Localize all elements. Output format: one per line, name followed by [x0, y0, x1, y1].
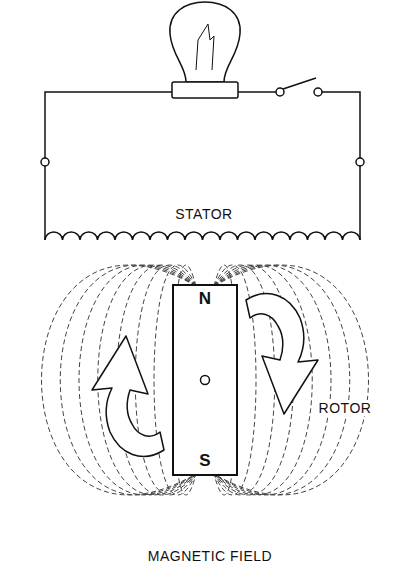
rotor-label: ROTOR [317, 400, 374, 416]
light-bulb [170, 2, 240, 98]
field-lines [42, 265, 369, 495]
pole-letter: S [199, 452, 210, 470]
stator-label: STATOR [173, 206, 234, 222]
pivot-axle [198, 373, 212, 387]
pole-letter: N [199, 290, 211, 308]
circuit-wires [41, 78, 364, 240]
stator-coil [45, 232, 360, 240]
field-label: MAGNETIC FIELD [146, 548, 274, 564]
magnet-rotor: NS [172, 284, 238, 476]
